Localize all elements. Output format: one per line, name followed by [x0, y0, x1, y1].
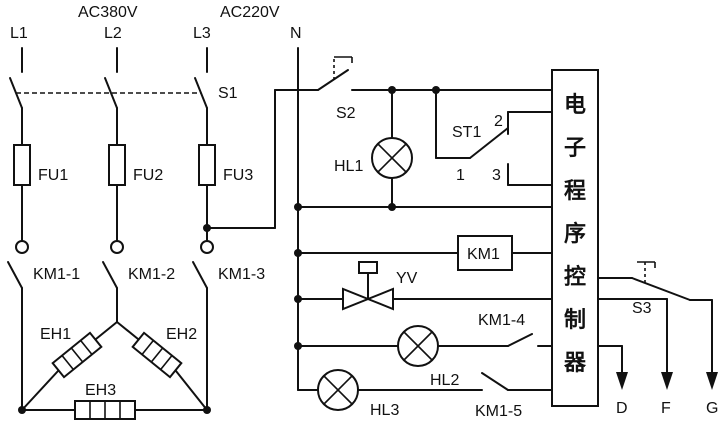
junction-n-253 [294, 249, 302, 257]
junction-hl1-bottom [388, 203, 396, 211]
electronic-program-controller [551, 69, 599, 407]
controller-char-1: 电 [564, 93, 586, 118]
lamp-hl1-label: HL1 [334, 158, 363, 175]
aux-contact-km1-4-label: KM1-4 [478, 312, 525, 329]
solenoid-valve-yv [297, 261, 553, 311]
thermostat-terminal-2: 2 [494, 113, 503, 130]
main-switch-s1 [9, 77, 208, 109]
heater-eh3-label: EH3 [85, 382, 116, 399]
control-feed-wire [206, 89, 319, 229]
lamp-hl3-label: HL3 [370, 402, 399, 419]
fuse-fu2-label: FU2 [133, 167, 163, 184]
controller-char-4: 序 [564, 221, 586, 247]
heater-eh1 [21, 321, 118, 411]
switch-s3-label: S3 [632, 300, 652, 317]
terminal-l2 [110, 240, 124, 254]
phase-label-l3: L3 [193, 25, 211, 42]
lamp-hl2 [297, 325, 509, 367]
lamp-hl2-label: HL2 [430, 372, 459, 389]
fuse-fu3-label: FU3 [223, 167, 253, 184]
phase-label-l2: L2 [104, 25, 122, 42]
controller-char-3: 程 [564, 179, 586, 204]
contactor-coil-km1 [297, 235, 553, 271]
junction-l3-tap [203, 224, 211, 232]
junction-n-346 [294, 342, 302, 350]
fuse-fu1 [13, 144, 31, 186]
contact-km1-3-label: KM1-3 [218, 266, 265, 283]
thermostat-terminal-3: 3 [492, 167, 501, 184]
contact-km1-1-label: KM1-1 [33, 266, 80, 283]
controller-char-6: 制 [564, 308, 586, 333]
junction-l1-heaters [18, 406, 26, 414]
output-g-arrow [706, 372, 718, 390]
thermostat-st1-label: ST1 [452, 124, 481, 141]
output-f-arrow [661, 372, 673, 390]
switch-s2 [317, 56, 553, 91]
contact-km1-1 [7, 261, 23, 289]
contact-km1-2-label: KM1-2 [128, 266, 175, 283]
output-f-wire [597, 298, 668, 373]
fuse-fu1-label: FU1 [38, 167, 68, 184]
lamp-hl3 [297, 369, 483, 411]
junction-n-299 [294, 295, 302, 303]
terminal-l3 [200, 240, 214, 254]
aux-contact-km1-4 [507, 333, 553, 347]
heater-eh2-label: EH2 [166, 326, 197, 343]
thermostat-terminal-1: 1 [456, 167, 465, 184]
controller-char-5: 控 [564, 264, 586, 290]
main-switch-label: S1 [218, 85, 238, 102]
junction-l3-heaters [203, 406, 211, 414]
controller-char-7: 器 [563, 351, 587, 376]
voltage-label-ac380v: AC380V [78, 4, 138, 21]
output-d-label: D [616, 400, 628, 417]
output-f-label: F [661, 400, 671, 417]
output-d-wire [597, 345, 623, 373]
output-d-arrow [616, 372, 628, 390]
phase-label-l1: L1 [10, 25, 28, 42]
output-g-label: G [706, 400, 718, 417]
solenoid-valve-yv-label: YV [396, 270, 418, 287]
contact-km1-2 [102, 261, 118, 289]
lamp-hl1 [371, 89, 413, 208]
neutral-label-n: N [290, 25, 302, 42]
aux-contact-km1-5 [481, 372, 553, 391]
heater-eh2 [116, 321, 208, 411]
controller-char-2: 子 [564, 136, 586, 161]
thermostat-st1 [435, 89, 553, 186]
heater-eh3 [21, 400, 208, 420]
contact-km1-3 [192, 261, 208, 289]
heater-eh1-label: EH1 [40, 326, 71, 343]
fuse-fu3 [198, 144, 216, 186]
switch-s3 [597, 261, 713, 373]
contactor-coil-km1-label: KM1 [467, 246, 500, 263]
switch-s2-label: S2 [336, 105, 356, 122]
fuse-fu2 [108, 144, 126, 186]
junction-n-207 [294, 203, 302, 211]
terminal-l1 [15, 240, 29, 254]
voltage-label-ac220v: AC220V [220, 4, 280, 21]
aux-contact-km1-5-label: KM1-5 [475, 403, 522, 420]
